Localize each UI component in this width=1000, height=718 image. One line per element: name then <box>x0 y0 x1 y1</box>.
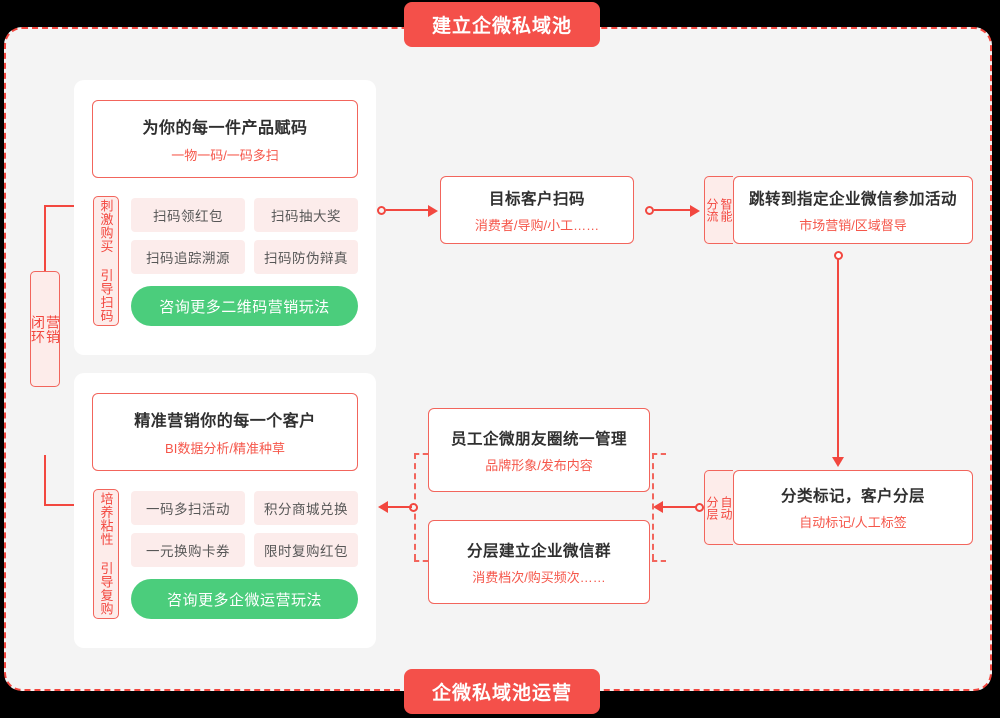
flow-label-auto-tier: 自动 分层 <box>704 470 733 545</box>
flow-box-classify: 分类标记，客户分层 自动标记/人工标签 <box>733 470 973 545</box>
flow-box-jump: 跳转到指定企业微信参加活动 市场营销/区域督导 <box>733 176 973 244</box>
loop-line-top-stub <box>44 205 88 207</box>
tag-tile[interactable]: 扫码追踪溯源 <box>131 240 245 274</box>
banner-bottom: 企微私域池运营 <box>404 669 600 714</box>
flow-box-moments: 员工企微朋友圈统一管理 品牌形象/发布内容 <box>428 408 650 492</box>
conn-arrow-to-bottom-card <box>378 501 388 513</box>
cta-button-qrcode[interactable]: 咨询更多二维码营销玩法 <box>131 286 358 326</box>
card-precision-marketing: 精准营销你的每一个客户 BI数据分析/精准种草 培养粘性 引导复购 一码多扫活动… <box>74 373 376 648</box>
tag-tile[interactable]: 一码多扫活动 <box>131 491 245 525</box>
tag-tile[interactable]: 扫码防伪辩真 <box>254 240 358 274</box>
tag-tile[interactable]: 扫码领红包 <box>131 198 245 232</box>
conn-dot-scan-source <box>377 206 386 215</box>
conn-line-to-jump <box>654 209 693 211</box>
bracket-right-vertical <box>652 453 654 560</box>
flow-title: 分类标记，客户分层 <box>780 488 925 505</box>
bracket-right-stub-bottom <box>652 560 666 562</box>
flow-sub: 消费档次/购买频次…… <box>472 569 606 585</box>
flow-sub: 消费者/导购/小工…… <box>474 217 600 233</box>
conn-line-down-to-classify <box>837 258 839 460</box>
flow-title: 跳转到指定企业微信参加活动 <box>748 190 957 208</box>
banner-top: 建立企微私域池 <box>404 2 600 47</box>
flow-title: 目标客户扫码 <box>488 190 585 208</box>
side-label-top: 刺激购买 引导扫码 <box>93 196 119 326</box>
tag-tile[interactable]: 扫码抽大奖 <box>254 198 358 232</box>
flow-box-scan: 目标客户扫码 消费者/导购/小工…… <box>440 176 634 244</box>
headline-sub: BI数据分析/精准种草 <box>165 441 285 456</box>
card-scan-marketing: 为你的每一件产品赋码 一物一码/一码多扫 刺激购买 引导扫码 扫码领红包 扫码抽… <box>74 80 376 355</box>
headline-title: 精准营销你的每一个客户 <box>134 413 316 430</box>
headline-box-top: 为你的每一件产品赋码 一物一码/一码多扫 <box>92 100 358 178</box>
flow-box-groups: 分层建立企业微信群 消费档次/购买频次…… <box>428 520 650 604</box>
headline-box-bottom: 精准营销你的每一个客户 BI数据分析/精准种草 <box>92 393 358 471</box>
bracket-left-stub-top <box>414 453 428 455</box>
flow-sub: 市场营销/区域督导 <box>799 217 907 233</box>
tag-tile[interactable]: 限时复购红包 <box>254 533 358 567</box>
flow-title: 员工企微朋友圈统一管理 <box>450 430 627 448</box>
loop-label: 营销 闭环 <box>30 271 61 387</box>
side-label-bottom: 培养粘性 引导复购 <box>93 489 119 619</box>
flow-sub: 品牌形象/发布内容 <box>485 457 593 473</box>
cta-button-operation[interactable]: 咨询更多企微运营玩法 <box>131 579 358 619</box>
tag-tile[interactable]: 积分商城兑换 <box>254 491 358 525</box>
flow-label-smart-routing: 智能 分流 <box>704 176 733 244</box>
tag-tile[interactable]: 一元换购卡券 <box>131 533 245 567</box>
flow-sub: 自动标记/人工标签 <box>799 515 907 530</box>
bracket-left-stub-bottom <box>414 560 428 562</box>
conn-line-to-scan <box>386 209 431 211</box>
conn-arrow-to-bracket-right <box>653 501 663 513</box>
bracket-right-stub-top <box>652 453 666 455</box>
conn-line-classify-to-bracket <box>661 506 697 508</box>
loop-line-lower <box>44 455 46 506</box>
conn-line-bracket-to-card <box>386 506 412 508</box>
headline-sub: 一物一码/一码多扫 <box>171 148 279 163</box>
conn-arrow-to-classify <box>832 457 844 467</box>
headline-title: 为你的每一件产品赋码 <box>142 120 308 137</box>
flow-title: 分层建立企业微信群 <box>466 542 611 560</box>
loop-line-bottom-stub <box>44 504 82 506</box>
conn-arrow-to-jump <box>690 205 700 217</box>
conn-arrow-to-scan <box>428 205 438 217</box>
conn-dot-jump-source <box>645 206 654 215</box>
